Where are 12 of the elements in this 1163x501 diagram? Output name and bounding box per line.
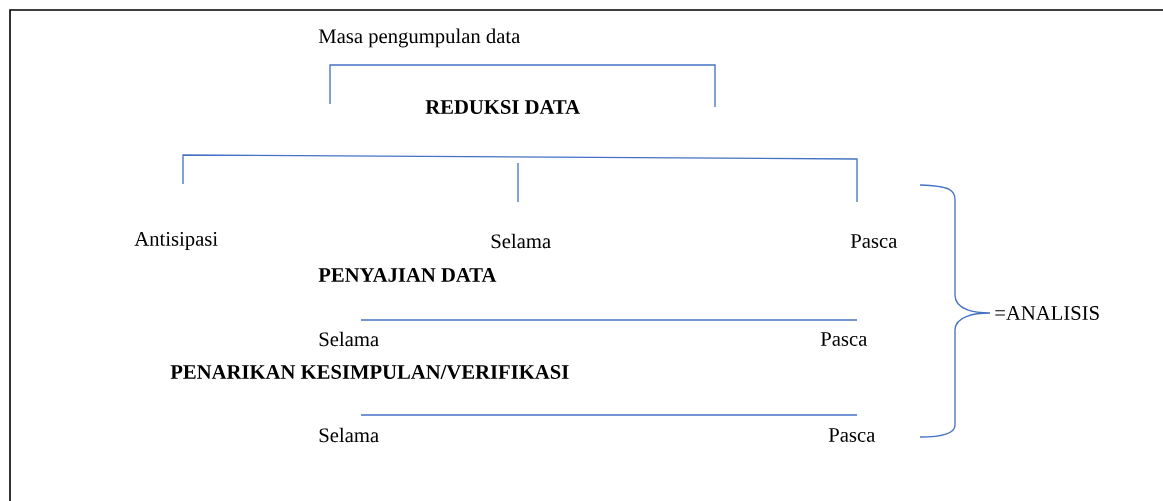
label: Selama: [319, 427, 379, 443]
label: =ANALISIS: [995, 306, 1099, 320]
label: Antisipasi: [134, 231, 218, 251]
label: Selama: [319, 331, 379, 347]
label: Pasca: [820, 332, 868, 346]
label: Masa pengumpulan data: [318, 28, 520, 48]
heading: PENYAJIAN DATA: [318, 268, 497, 282]
label: Pasca: [850, 234, 898, 248]
label: Pasca: [828, 428, 876, 442]
heading: PENARIKAN KESIMPULAN/VERIFIKASI: [170, 365, 569, 379]
label: Selama: [491, 233, 551, 249]
heading: REDUKSI DATA: [425, 100, 580, 114]
